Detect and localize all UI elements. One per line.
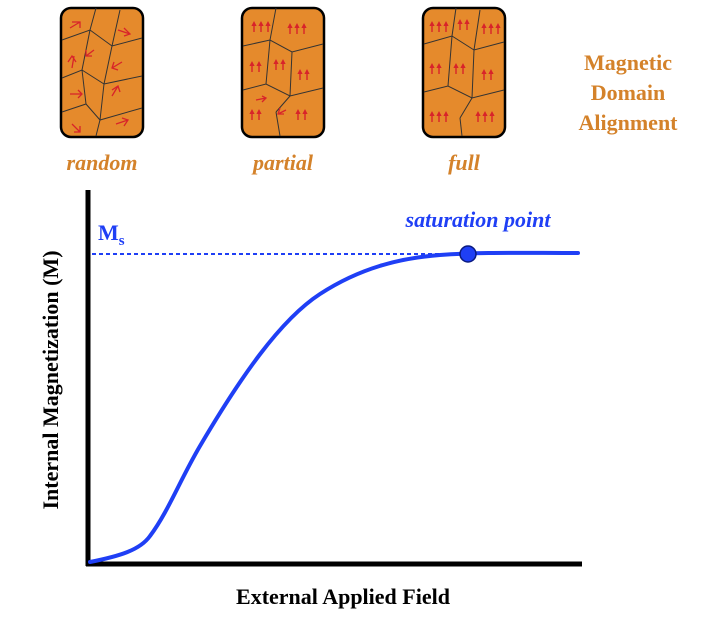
magnetization-curve	[88, 250, 580, 564]
title-line-1: Magnetic	[584, 50, 672, 75]
ms-label: Ms	[98, 220, 125, 249]
saturation-point-label: saturation point	[405, 207, 552, 232]
saturation-point	[459, 245, 477, 263]
domain-label-random: random	[67, 150, 138, 175]
domain-partial	[240, 6, 326, 139]
title-line-2: Domain	[591, 80, 666, 105]
domain-label-partial: partial	[251, 150, 314, 175]
domain-random	[59, 6, 145, 139]
domain-full	[421, 6, 507, 139]
title-line-3: Alignment	[579, 110, 679, 135]
domain-label-full: full	[448, 150, 481, 175]
x-axis-label: External Applied Field	[236, 584, 450, 609]
y-axis-label: Internal Magnetization (M)	[38, 250, 63, 509]
